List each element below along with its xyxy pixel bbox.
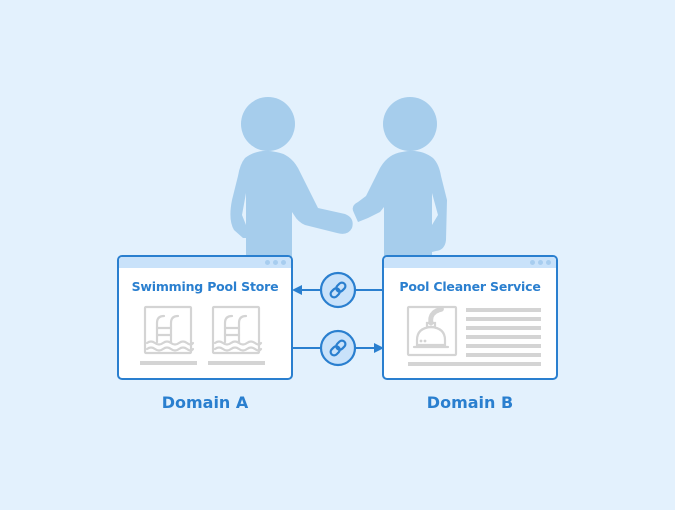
window-controls <box>265 260 286 265</box>
text-line <box>408 362 541 366</box>
text-line <box>466 353 541 357</box>
text-line <box>466 308 541 312</box>
domain-a-label: Domain A <box>161 393 249 412</box>
arrow-left-icon <box>292 285 302 295</box>
link-icon <box>319 271 357 309</box>
window-controls <box>530 260 551 265</box>
arrow-right-icon <box>374 343 384 353</box>
window-dot-icon <box>530 260 535 265</box>
text-line <box>466 317 541 321</box>
window-dot-icon <box>265 260 270 265</box>
service-details <box>406 305 541 366</box>
domain-a-window-title: Swimming Pool Store <box>131 279 279 294</box>
person-left-icon <box>230 97 353 258</box>
domain-a-window: Swimming Pool Store <box>117 255 293 380</box>
text-line <box>466 335 541 339</box>
text-line <box>466 326 541 330</box>
pool-ladder-icon <box>143 305 195 355</box>
window-titlebar <box>119 257 291 268</box>
person-right-icon <box>352 97 447 258</box>
window-dot-icon <box>273 260 278 265</box>
pool-ladder-icon <box>211 305 263 355</box>
product-caption-bar <box>140 361 197 365</box>
link-icon <box>319 329 357 367</box>
domain-b-window-title: Pool Cleaner Service <box>399 279 541 294</box>
product-caption-bar <box>208 361 265 365</box>
pool-products <box>140 305 265 365</box>
window-dot-icon <box>281 260 286 265</box>
window-dot-icon <box>546 260 551 265</box>
text-line <box>466 344 541 348</box>
domain-b-label: Domain B <box>426 393 514 412</box>
domain-b-window: Pool Cleaner Service <box>382 255 558 380</box>
window-dot-icon <box>538 260 543 265</box>
window-titlebar <box>384 257 556 268</box>
pool-cleaner-icon <box>406 305 458 357</box>
